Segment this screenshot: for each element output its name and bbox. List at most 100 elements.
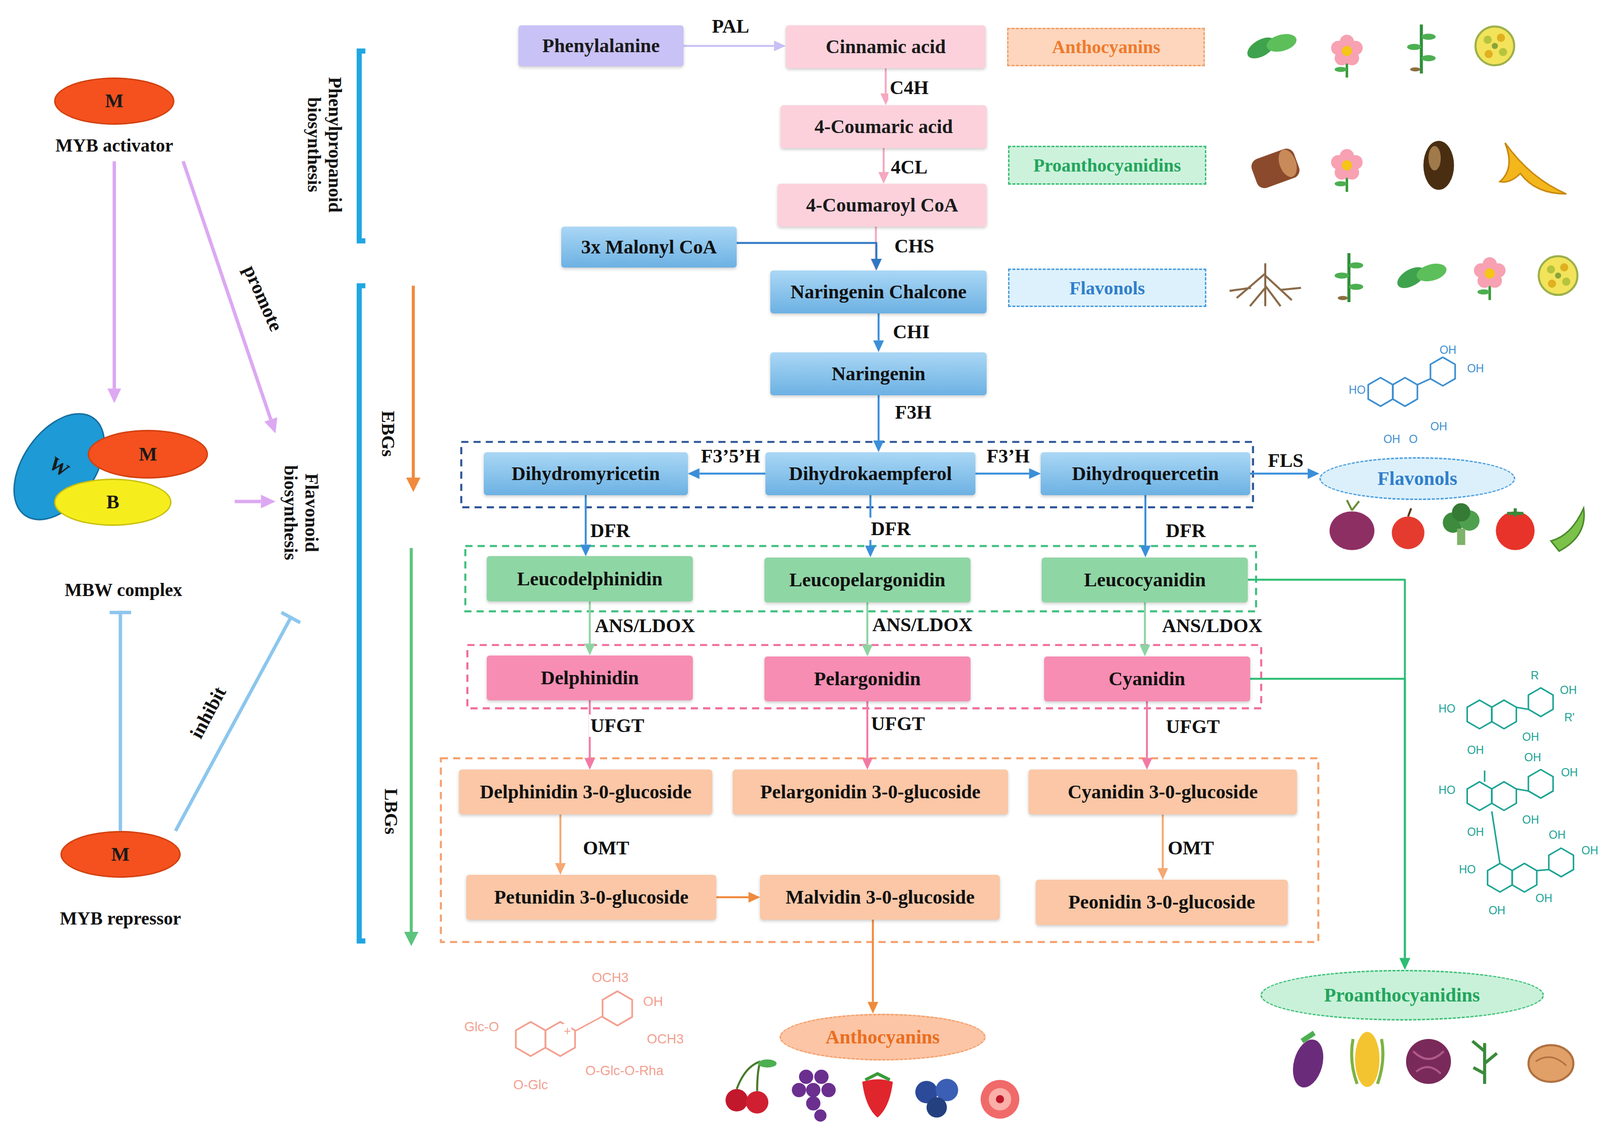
arrowhead <box>1141 757 1153 770</box>
node-grp: MBW complexWMB <box>12 402 235 612</box>
connector <box>175 612 301 831</box>
connector-line <box>866 701 869 758</box>
node-text: Proanthocyanidins <box>1033 154 1181 176</box>
arrowhead <box>1140 545 1151 558</box>
node-blue: 3x Malonyl CoA <box>561 226 737 268</box>
node-text: Pelargonidin <box>814 667 921 690</box>
arrowhead <box>580 544 591 556</box>
section-label: Phenylpropanoid biosynthesis <box>303 57 346 232</box>
arrowhead <box>878 171 890 184</box>
node-text: Naringenin Chalcone <box>790 280 967 304</box>
connector-line <box>877 313 880 341</box>
chem-label: HO <box>1348 383 1367 397</box>
inhibit-bar <box>109 610 132 614</box>
section-label: LBGs <box>380 788 401 835</box>
node-text: Flavonols <box>1377 467 1458 490</box>
node-text: Leucopelargonidin <box>789 568 946 591</box>
connector <box>554 814 566 875</box>
node-text: Cyanidin <box>1108 667 1186 690</box>
connector <box>1250 678 1411 970</box>
enzyme-label: F3’H <box>985 444 1031 468</box>
node-text: Dihydrokaempferol <box>788 462 952 485</box>
connector-line <box>866 602 869 645</box>
node-legO: Anthocyanins <box>1007 27 1205 67</box>
connector-line <box>234 499 262 504</box>
node-blue: Naringenin <box>770 352 987 396</box>
connector-line <box>1250 472 1308 475</box>
connector <box>736 243 882 271</box>
node-text: Malvidin 3-0-glucoside <box>785 885 975 909</box>
node-text: Anthocyanins <box>825 1025 940 1048</box>
node-blue: Dihydromyricetin <box>483 452 688 496</box>
connector-line <box>884 68 887 94</box>
node-green: Leucopelargonidin <box>764 557 971 603</box>
group-outline <box>440 441 1319 942</box>
node-or: Delphinidin 3-0-glucoside <box>458 769 712 815</box>
node-or: Malvidin 3-0-glucoside <box>760 874 1000 920</box>
chem-label: + <box>563 1023 572 1038</box>
arrowhead <box>861 644 873 657</box>
chem-label: OH <box>1429 419 1448 433</box>
connector <box>975 468 1041 479</box>
connector-line <box>716 895 749 898</box>
connector-line <box>872 919 875 1002</box>
enzyme-label: 4CL <box>889 155 930 179</box>
node-legB: Flavonols <box>1008 268 1206 308</box>
chem-label: OH <box>1521 730 1540 743</box>
enzyme-label: F3H <box>893 400 934 424</box>
ellipse-text: M <box>111 842 130 866</box>
node-lav: Phenylalanine <box>518 25 684 67</box>
chem-label: OH <box>1559 683 1578 697</box>
node-text: Anthocyanins <box>1051 36 1161 58</box>
chem-label: OH <box>1466 825 1485 839</box>
connector-line <box>882 148 885 172</box>
node-ell: M MYB activator <box>37 77 191 162</box>
chem-label: O <box>1408 432 1419 445</box>
enzyme-label: FLS <box>1266 449 1305 472</box>
food-icons <box>725 499 1584 1122</box>
connector-line <box>584 495 587 545</box>
arrowhead <box>871 258 882 271</box>
node-green: Leucocyanidin <box>1041 557 1248 603</box>
section-label: EBGs <box>377 410 399 457</box>
rotated-text: Flavonoid biosynthesis <box>280 446 323 579</box>
arrowhead <box>584 643 596 656</box>
node-text: 3x Malonyl CoA <box>581 235 717 259</box>
chem-label: OCH3 <box>646 1030 685 1047</box>
node-text: Delphinidin <box>540 666 639 689</box>
node-text: Proanthocyanidins <box>1324 983 1481 1007</box>
node-heading: MYB activator <box>55 134 174 156</box>
connector <box>716 891 761 903</box>
chem-label: O-Glc <box>513 1077 549 1093</box>
ellipse-shape: M <box>54 77 175 125</box>
enzyme-label: DFR <box>589 519 632 542</box>
node-text: Dihydromyricetin <box>511 462 660 485</box>
node-text: Dihydroquercetin <box>1071 462 1219 485</box>
connector <box>109 612 132 831</box>
connector-line <box>112 161 116 389</box>
arrowhead <box>264 417 278 434</box>
enzyme-label: DFR <box>1164 519 1208 542</box>
node-rot: Flavonoid biosynthesis <box>275 408 327 618</box>
chem-label: OH <box>1466 743 1485 757</box>
flavonol-structure <box>1368 357 1455 407</box>
node-blue: Dihydroquercetin <box>1040 452 1250 496</box>
connector-line <box>559 814 562 863</box>
ellipse-text: M <box>138 442 158 466</box>
connector-line <box>683 44 775 47</box>
node-legG: Proanthocyanidins <box>1008 145 1206 185</box>
chem-label: OH <box>1466 361 1485 375</box>
node-blue: Naringenin Chalcone <box>770 270 987 314</box>
enzyme-label: DFR <box>869 517 913 540</box>
connector-line <box>1161 814 1164 868</box>
node-pink: 4-Coumaroyl CoA <box>777 183 987 227</box>
node-text: Leucodelphinidin <box>516 567 663 591</box>
connector-line <box>118 612 123 831</box>
connector-line <box>175 617 291 831</box>
ellipse-text: B <box>106 490 120 514</box>
connector-line <box>975 472 1029 475</box>
chem-label: OH <box>1523 750 1543 764</box>
enzyme-label: ANS/LDOX <box>1160 614 1264 637</box>
arrowhead <box>774 40 786 52</box>
